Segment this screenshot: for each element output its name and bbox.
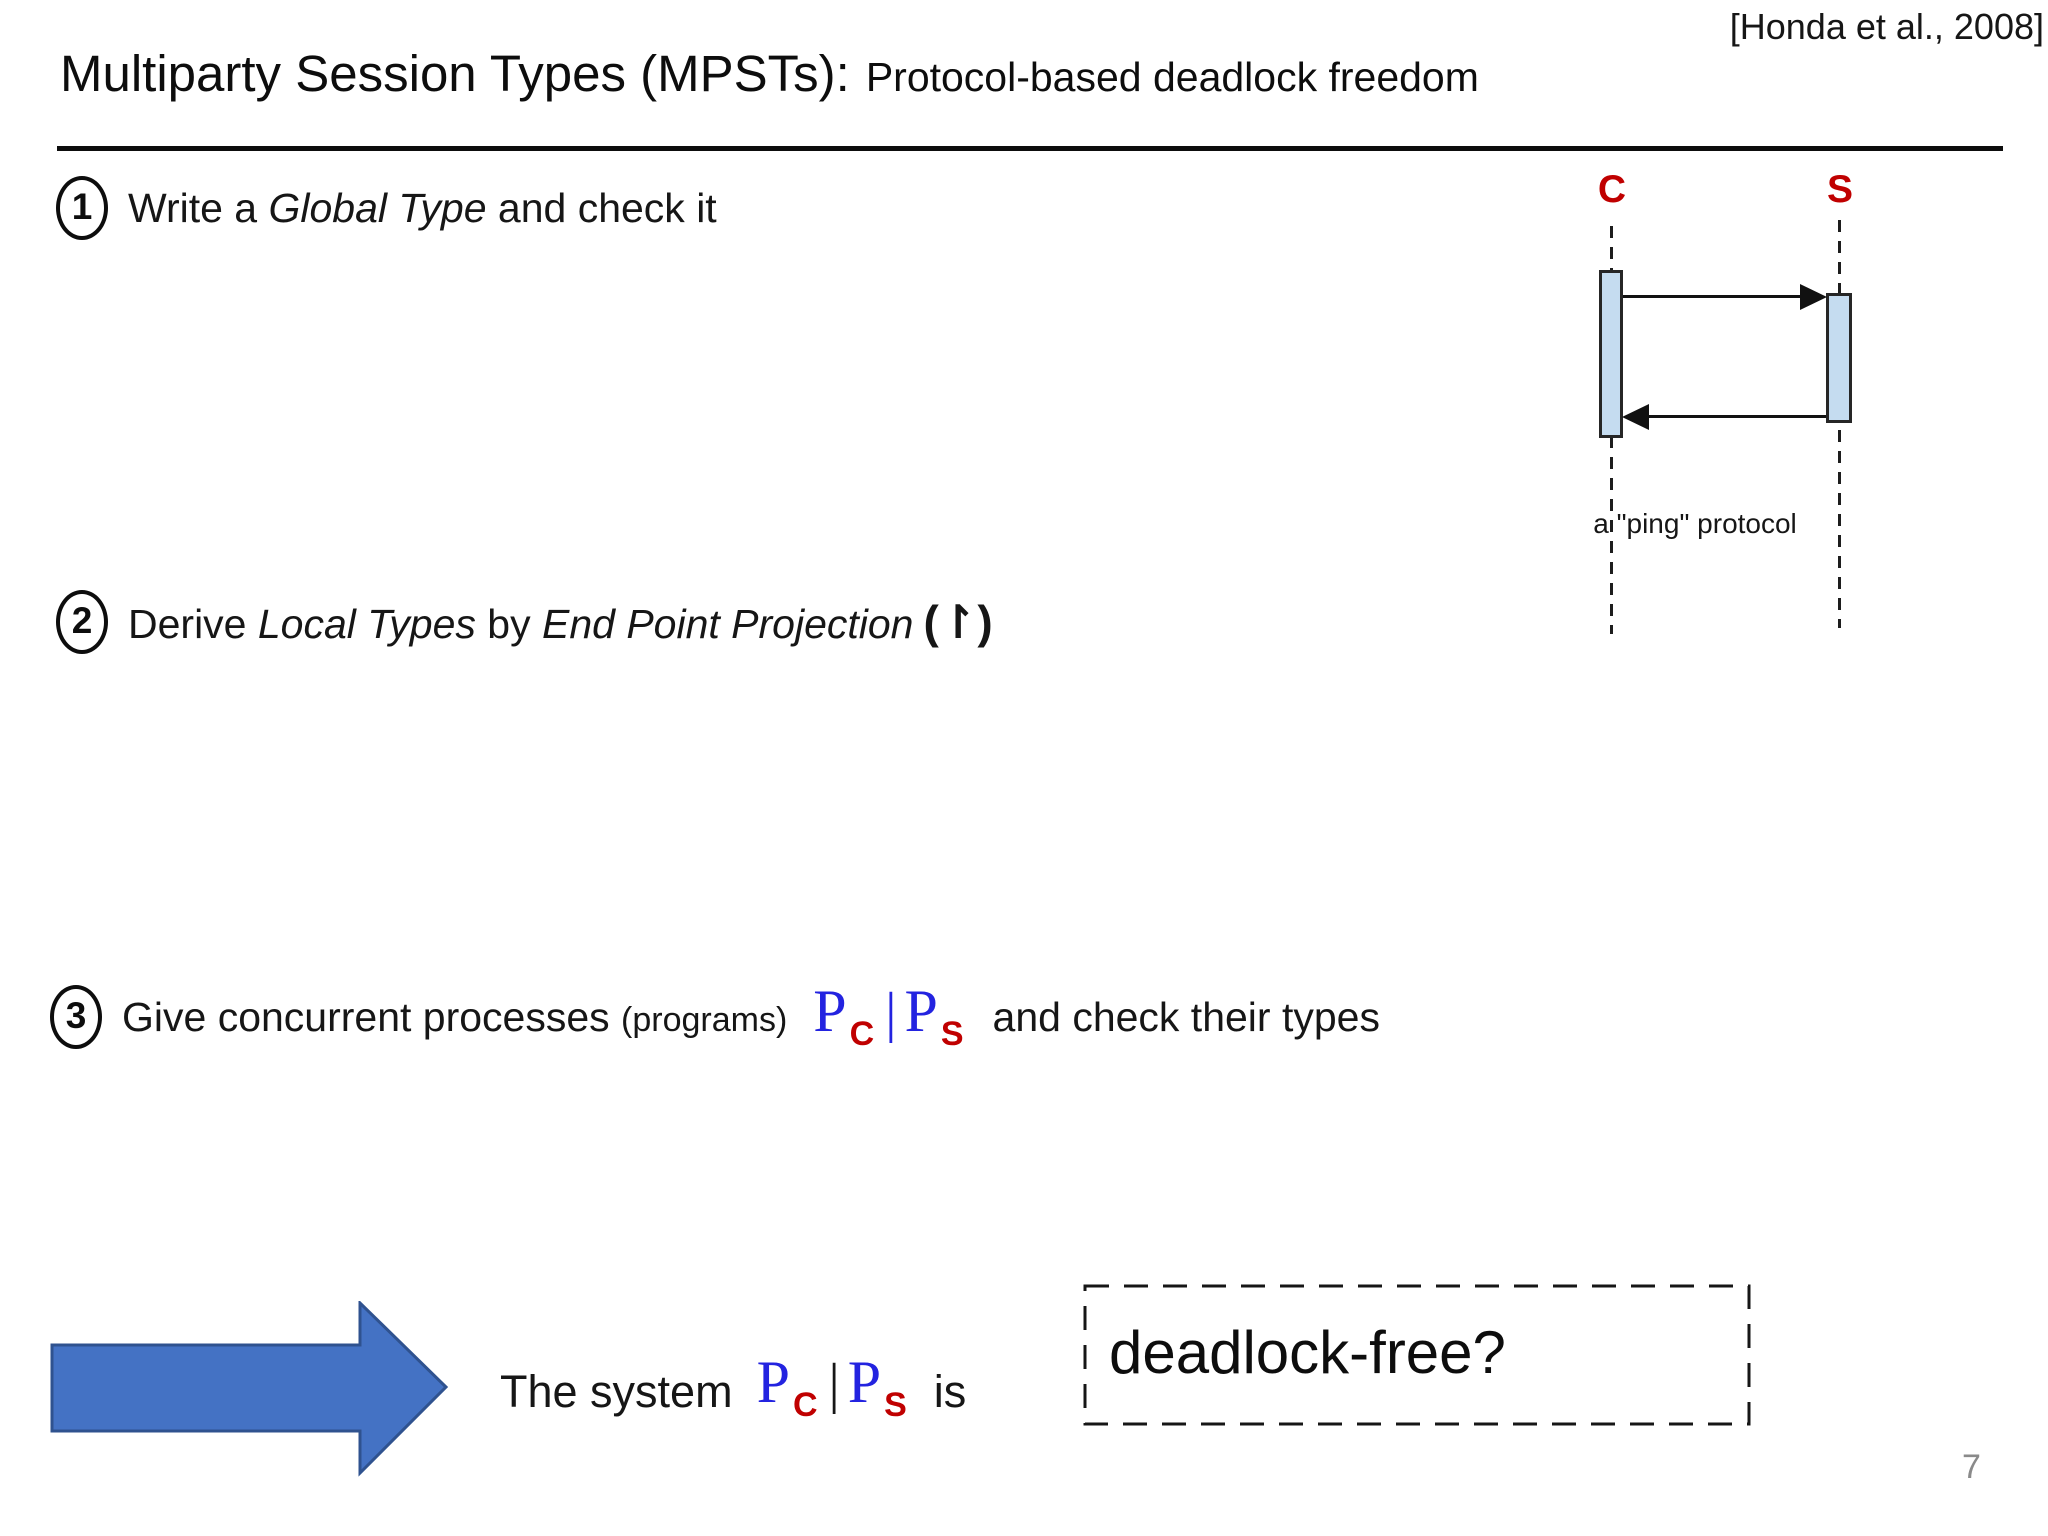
step-3-programs: (programs) — [621, 1000, 788, 1039]
step-3-text: Give concurrent processes (programs) — [122, 994, 787, 1041]
step-3-seg3: and check their types — [992, 993, 1380, 1040]
step-1-global-type: Global Type — [268, 184, 487, 231]
circled-number-1-icon: 1 — [56, 176, 108, 240]
step-1: 1 Write a Global Type and check it — [56, 176, 717, 240]
sequence-diagram: C S a "ping" protocol — [1560, 160, 1904, 634]
pong-arrowhead-icon — [1622, 404, 1649, 430]
step-1-seg1: Write a — [128, 184, 269, 231]
ping-message-line — [1623, 295, 1801, 298]
deadlock-question: deadlock-free? — [1109, 1318, 1506, 1386]
title-sub: Protocol-based deadlock freedom — [865, 54, 1479, 100]
conclusion-verb: is — [933, 1366, 967, 1417]
conclusion-lead: The system — [500, 1366, 733, 1417]
subscript-client: C — [792, 1386, 818, 1424]
activation-bar-server — [1826, 293, 1852, 423]
step-1-seg3: and check it — [486, 184, 717, 231]
pong-message-line — [1648, 415, 1826, 418]
step-3: 3 Give concurrent processes (programs) P… — [50, 981, 1380, 1051]
title-main: Multiparty Session Types (MPSTs): — [60, 45, 850, 102]
process-p-client: P — [756, 1349, 790, 1415]
role-label-server: S — [1826, 168, 1854, 211]
projection-symbol: (↾) — [923, 596, 993, 648]
parallel-pipe-black: | — [828, 1353, 840, 1415]
step-2: 2 Derive Local Types by End Point Projec… — [56, 590, 993, 654]
dashed-border-icon — [1083, 1284, 1751, 1426]
deadlock-box: deadlock-free? — [1083, 1284, 1751, 1426]
step-2-end-point-projection: End Point Projection — [541, 601, 914, 647]
lifeline-server — [1838, 220, 1841, 628]
role-label-client: C — [1597, 168, 1627, 211]
subscript-server: S — [940, 1015, 964, 1053]
circled-number-3-icon: 3 — [50, 985, 102, 1049]
title-divider — [57, 146, 2003, 151]
step-1-text: Write a Global Type and check it — [128, 185, 717, 232]
parallel-pipe: | — [885, 982, 897, 1044]
activation-bar-client — [1599, 270, 1623, 438]
block-arrow-icon — [50, 1301, 449, 1477]
page-title: Multiparty Session Types (MPSTs): Protoco… — [60, 44, 1479, 103]
process-p-server: P — [847, 1349, 882, 1415]
process-p-server: P — [904, 978, 938, 1044]
page-number: 7 — [1962, 1448, 1981, 1486]
diagram-caption: a "ping" protocol — [1593, 508, 1797, 539]
citation: [Honda et al., 2008] — [1729, 6, 2044, 47]
subscript-client: C — [849, 1015, 875, 1053]
step-2-seg3: by — [475, 601, 542, 647]
process-p-client: P — [813, 978, 847, 1044]
step-2-local-types: Local Types — [257, 601, 476, 647]
step-2-text: Derive Local Types by End Point Projecti… — [128, 595, 993, 649]
ping-arrowhead-icon — [1800, 284, 1827, 310]
subscript-server: S — [884, 1386, 907, 1424]
step-2-seg1: Derive — [128, 601, 258, 647]
circled-number-2-icon: 2 — [56, 590, 108, 654]
step-3-seg1: Give concurrent processes — [122, 993, 622, 1040]
